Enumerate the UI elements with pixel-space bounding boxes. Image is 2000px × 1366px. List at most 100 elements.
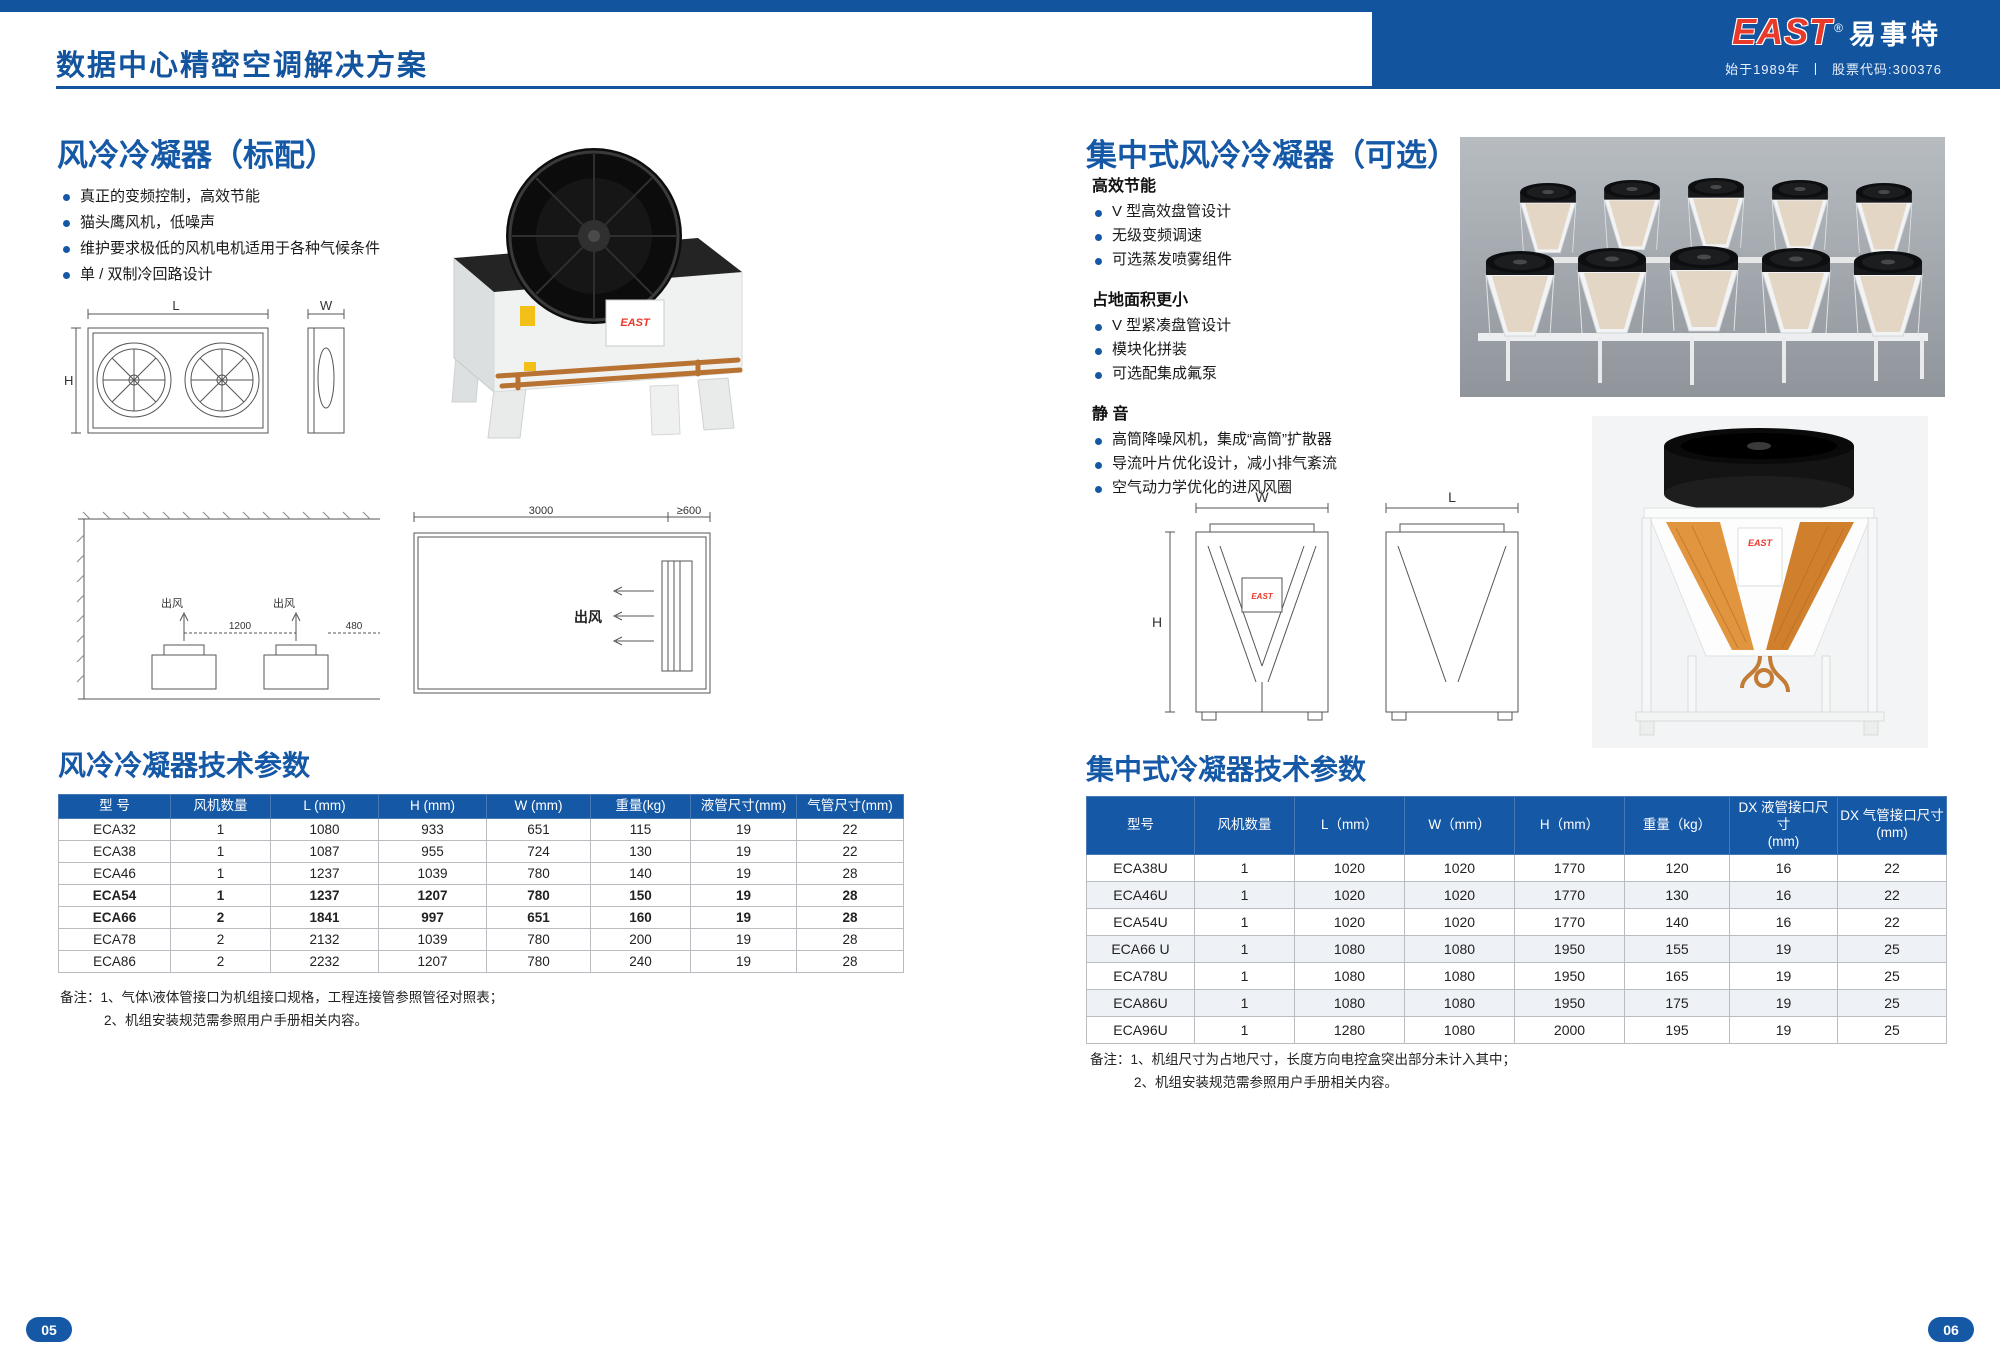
table-cell: 1080 xyxy=(1404,988,1515,1017)
table-cell: 724 xyxy=(486,839,591,863)
table-cell: ECA38U xyxy=(1086,853,1195,882)
table-cell: 22 xyxy=(1837,880,1947,909)
air-outlet-label-2: 出风 xyxy=(273,596,295,610)
table-cell: 120 xyxy=(1624,853,1730,882)
table-header-row: 型 号 风机数量 L (mm) H (mm) W (mm) 重量(kg) 液管尺… xyxy=(58,794,904,819)
table-title-centralized: 集中式冷凝器技术参数 xyxy=(1086,754,1367,785)
note-line-1: 备注：1、气体\液体管接口为机组接口规格，工程连接管参照管径对照表； xyxy=(60,990,504,1005)
table-cell: 1039 xyxy=(378,927,487,951)
table-cell: 933 xyxy=(378,817,487,841)
table-cell: ECA78 xyxy=(58,927,171,951)
feature-item: 空气动力学优化的进风风圈 xyxy=(1092,476,1447,500)
dim-label-h: H xyxy=(1152,614,1162,630)
table-cell: 1080 xyxy=(1404,934,1515,963)
table-cell: 1770 xyxy=(1514,880,1625,909)
table-cell: 1080 xyxy=(1294,988,1405,1017)
table-cell: 2132 xyxy=(270,927,379,951)
column-header-l: L (mm) xyxy=(270,794,379,819)
dim-label-480: 480 xyxy=(346,621,363,632)
table-cell: 165 xyxy=(1624,961,1730,990)
table-cell: 1 xyxy=(170,861,271,885)
column-header-model: 型 号 xyxy=(58,794,171,819)
table-cell: ECA32 xyxy=(58,817,171,841)
table-cell: 28 xyxy=(796,905,904,929)
feature-group-footprint: 占地面积更小 V 型紧凑盘管设计模块化拼装可选配集成氟泵 xyxy=(1092,286,1447,386)
table-cell: 1207 xyxy=(378,883,487,907)
table-cell: 1950 xyxy=(1514,961,1625,990)
table-cell: 19 xyxy=(1729,988,1838,1017)
feature-item: V 型高效盘管设计 xyxy=(1092,200,1447,224)
table-cell: 16 xyxy=(1729,907,1838,936)
dim-label-h: H xyxy=(64,373,73,388)
feature-item: 导流叶片优化设计，减小排气紊流 xyxy=(1092,452,1447,476)
table-cell: 200 xyxy=(590,927,691,951)
table-cell: 2232 xyxy=(270,949,379,973)
table-cell: 1770 xyxy=(1514,907,1625,936)
table-cell: ECA66 xyxy=(58,905,171,929)
note-line-2: 2、机组安装规范需参照用户手册相关内容。 xyxy=(1134,1075,1399,1090)
table-cell: 140 xyxy=(590,861,691,885)
table-cell: ECA86U xyxy=(1086,988,1195,1017)
feature-list-footprint: V 型紧凑盘管设计模块化拼装可选配集成氟泵 xyxy=(1092,314,1447,386)
table-cell: 1020 xyxy=(1404,853,1515,882)
product-photo-v-condenser: EAST xyxy=(1592,416,1928,748)
east-logo: EAST xyxy=(1732,11,1833,52)
feature-item: 维护要求极低的风机电机适用于各种气候条件 xyxy=(60,236,395,262)
feature-item: 无级变频调速 xyxy=(1092,224,1447,248)
table-cell: 28 xyxy=(796,861,904,885)
table-cell: 19 xyxy=(1729,934,1838,963)
feature-item: 单 / 双制冷回路设计 xyxy=(60,262,395,288)
table-cell: ECA54U xyxy=(1086,907,1195,936)
table-cell: 160 xyxy=(590,905,691,929)
table-cell: 19 xyxy=(690,949,797,973)
table-cell: 1 xyxy=(170,883,271,907)
table-cell: 19 xyxy=(690,817,797,841)
table-cell: ECA54 xyxy=(58,883,171,907)
feature-item: 可选配集成氟泵 xyxy=(1092,362,1447,386)
table-cell: 140 xyxy=(1624,907,1730,936)
table-cell: 1020 xyxy=(1294,880,1405,909)
table-header-row: 型号 风机数量 L（mm） W（mm） H（mm） 重量（kg） DX 液管接口… xyxy=(1086,796,1947,855)
table-cell: 1080 xyxy=(1294,934,1405,963)
table-cell: 1020 xyxy=(1294,907,1405,936)
feature-item: 真正的变频控制，高效节能 xyxy=(60,184,395,210)
table-cell: 19 xyxy=(690,839,797,863)
table-cell: 25 xyxy=(1837,934,1947,963)
note-line-2: 2、机组安装规范需参照用户手册相关内容。 xyxy=(104,1013,369,1028)
table-cell: 1020 xyxy=(1404,907,1515,936)
column-header-h: H (mm) xyxy=(378,794,487,819)
table-cell: 1080 xyxy=(1294,961,1405,990)
column-header-weight: 重量(kg) xyxy=(590,794,691,819)
table-cell: 1 xyxy=(1194,907,1295,936)
table-cell: 780 xyxy=(486,927,591,951)
table-cell: 22 xyxy=(796,817,904,841)
table-cell: 19 xyxy=(690,883,797,907)
feature-list-quiet: 高筒降噪风机，集成“高筒”扩散器导流叶片优化设计，减小排气紊流空气动力学优化的进… xyxy=(1092,428,1447,500)
table-cell: 1 xyxy=(1194,880,1295,909)
table-cell: ECA38 xyxy=(58,839,171,863)
page-number-right: 06 xyxy=(1928,1317,1974,1342)
column-header-dx-liquid: DX 液管接口尺寸 (mm) xyxy=(1729,796,1838,855)
brand-chinese-name: 易事特 xyxy=(1849,20,1942,50)
table-cell: 2 xyxy=(170,949,271,973)
table-cell: 955 xyxy=(378,839,487,863)
feature-item: 模块化拼装 xyxy=(1092,338,1447,362)
column-header-gas-pipe: 气管尺寸(mm) xyxy=(796,794,904,819)
table-cell: 1 xyxy=(1194,853,1295,882)
section-title-air-cooled: 风冷冷凝器（标配） xyxy=(57,138,336,173)
table-cell: 19 xyxy=(690,861,797,885)
notes-air-cooled: 备注：1、气体\液体管接口为机组接口规格，工程连接管参照管径对照表； 2、机组安… xyxy=(60,986,503,1032)
feature-group-heading: 占地面积更小 xyxy=(1092,292,1189,309)
table-cell: 1080 xyxy=(1404,1015,1515,1044)
table-cell: 1020 xyxy=(1294,853,1405,882)
feature-group-efficiency: 高效节能 V 型高效盘管设计无级变频调速可选蒸发喷雾组件 xyxy=(1092,172,1447,272)
table-cell: 19 xyxy=(1729,961,1838,990)
table-cell: 130 xyxy=(1624,880,1730,909)
